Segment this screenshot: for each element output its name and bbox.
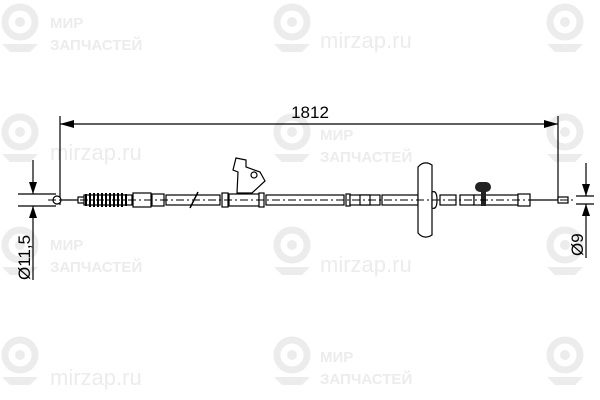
watermark-site: mirzap.ru — [320, 252, 412, 277]
location-pin-icon — [2, 117, 38, 162]
location-pin-icon — [274, 230, 310, 275]
length-dimension: 1812 — [59, 103, 559, 205]
location-pin-icon — [274, 7, 310, 52]
left-diameter-dimension: Ø11,5 — [15, 160, 56, 280]
watermark-site: mirzap.ru — [320, 28, 412, 53]
left-diameter-label: Ø11,5 — [15, 235, 34, 280]
right-diameter-dimension: Ø9 — [568, 163, 594, 258]
watermark-brand: ЗАПЧАСТЕЙ — [50, 36, 142, 54]
watermark-brand: МИР — [50, 15, 83, 32]
arrowhead-right — [544, 120, 558, 128]
watermark-brand: МИР — [320, 127, 353, 144]
location-pin-icon — [547, 340, 583, 385]
watermark-brand: ЗАПЧАСТЕЙ — [50, 258, 142, 276]
clip — [475, 182, 491, 192]
arrowhead-left — [60, 120, 74, 128]
brake-cable — [48, 157, 575, 238]
watermark-layer: МИР ЗАПЧАСТЕЙ mirzap.ru mirzap.ru МИР ЗА… — [2, 7, 583, 390]
location-pin-icon — [2, 7, 38, 52]
watermark-brand: МИР — [320, 349, 353, 366]
watermark-site: mirzap.ru — [50, 365, 142, 390]
watermark-brand: МИР — [50, 237, 83, 254]
watermark-site: mirzap.ru — [50, 140, 142, 165]
location-pin-icon — [2, 340, 38, 385]
location-pin-icon — [547, 7, 583, 52]
grommet — [417, 162, 433, 238]
watermark-brand: ЗАПЧАСТЕЙ — [320, 370, 412, 388]
mounting-bracket — [232, 157, 266, 194]
watermark-brand: ЗАПЧАСТЕЙ — [320, 148, 412, 166]
right-diameter-label: Ø9 — [568, 233, 587, 256]
length-label: 1812 — [291, 103, 329, 122]
location-pin-icon — [274, 340, 310, 385]
